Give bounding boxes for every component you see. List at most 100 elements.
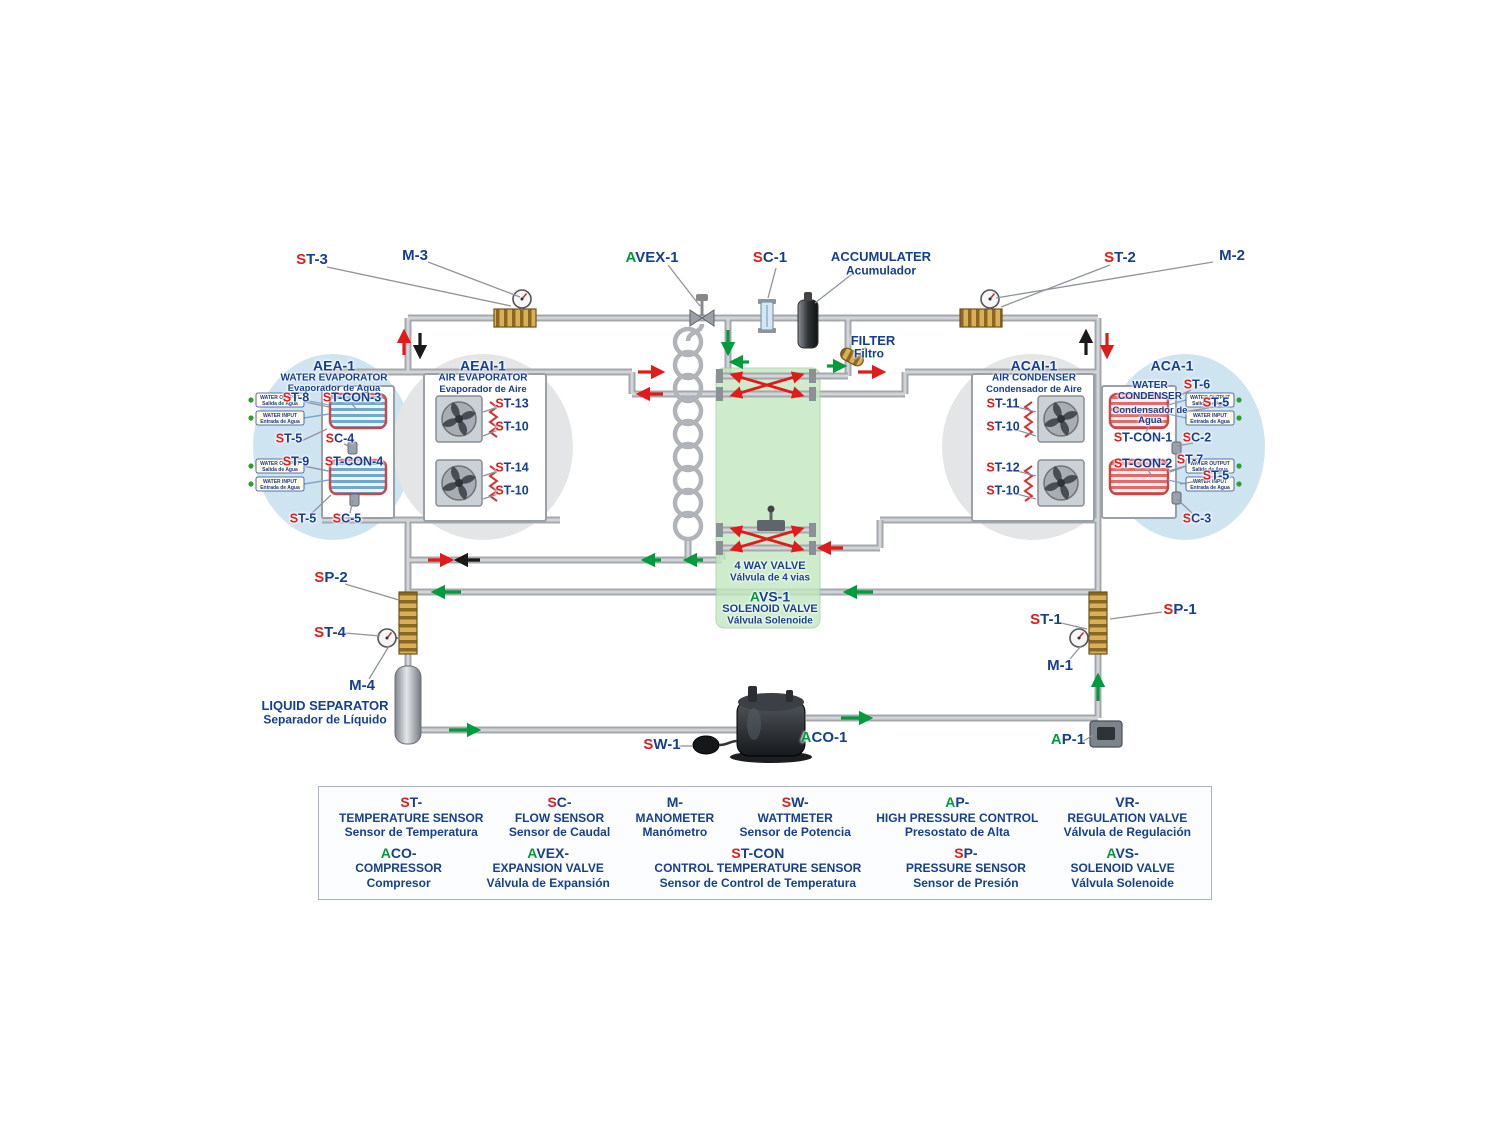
legend-item-avs: AVS- SOLENOID VALVE Válvula Solenoide (1070, 844, 1175, 890)
label-st9: ST-9 (282, 454, 310, 469)
label-st4: ST-4 (314, 623, 346, 641)
label-solenoid-valve-en: SOLENOID VALVE (722, 603, 818, 616)
accumulator (797, 292, 819, 349)
water-tags: WATER OUTPUT Salida de Agua WATER INPUT … (248, 392, 1242, 492)
solenoid-valve-body (757, 505, 785, 531)
label-st5-b: ST-5 (289, 511, 317, 526)
filter (840, 347, 864, 367)
label-st5-d: ST-5 (1202, 468, 1230, 483)
compressor (730, 686, 812, 763)
label-st11: ST-11 (986, 396, 1020, 411)
label-aeai1: AEAI-1 (460, 357, 506, 374)
legend-item-sp: SP- PRESSURE SENSOR Sensor de Presión (905, 844, 1026, 890)
manometer-m4 (377, 628, 397, 648)
label-aea1: AEA-1 (312, 357, 356, 374)
label-air-condenser-es: Condensador de Aire (986, 383, 1082, 395)
label-stcon4: ST-CON-4 (324, 454, 384, 469)
water-tag-label: WATER OUTPUT (1190, 461, 1230, 467)
label-st14: ST-14 (495, 460, 529, 475)
label-m4: M-4 (349, 676, 375, 694)
label-st8: ST-8 (282, 390, 310, 405)
label-four-way-valve-es: Válvula de 4 vias (729, 572, 811, 584)
label-sw1: SW-1 (643, 735, 681, 753)
fan-icon (1037, 459, 1085, 507)
water-tag-label: Entrada de Agua (260, 485, 300, 491)
water-tag-label: WATER INPUT (263, 413, 297, 419)
manometer-m2 (980, 289, 1000, 309)
legend-item-ap: AP- HIGH PRESSURE CONTROL Presostato de … (876, 794, 1039, 840)
legend-item-sc: SC- FLOW SENSOR Sensor de Caudal (508, 794, 611, 840)
label-m3: M-3 (402, 246, 428, 264)
label-sc2: SC-2 (1182, 430, 1212, 445)
legend-box: ST- TEMPERATURE SENSOR Sensor de Tempera… (318, 786, 1212, 901)
label-st10-d: ST-10 (986, 483, 1020, 498)
label-st10-a: ST-10 (495, 419, 529, 434)
label-st5-c: ST-5 (1202, 395, 1230, 410)
label-sc5: SC-5 (332, 511, 362, 526)
label-air-condenser-en: AIR CONDENSER (992, 372, 1076, 384)
label-st10-c: ST-10 (986, 419, 1020, 434)
water-tag-label: Entrada de Agua (1190, 485, 1230, 491)
legend-item-m: M- MANOMETER Manómetro (635, 794, 715, 840)
label-sp1: SP-1 (1163, 600, 1197, 618)
label-liquid-separator-en: LIQUID SEPARATOR (261, 697, 389, 713)
label-st7: ST-7 (1176, 452, 1204, 467)
four-way-valve-pipes (716, 369, 880, 555)
high-pressure-control-ap1 (1089, 720, 1123, 748)
legend-item-st: ST- TEMPERATURE SENSOR Sensor de Tempera… (339, 794, 484, 840)
label-m2: M-2 (1219, 246, 1245, 264)
label-air-evaporator-es: Evaporador de Aire (439, 383, 527, 395)
label-solenoid-valve-es: Válvula Solenoide (727, 615, 813, 627)
flow-arrows-black (412, 328, 1094, 568)
label-sc4: SC-4 (325, 431, 355, 446)
label-accumulator: ACCUMULATER (830, 248, 932, 264)
fan-icon (435, 395, 483, 443)
capillary-coil (672, 323, 705, 542)
label-filter-es: Filtro (854, 346, 884, 361)
flow-sensor-sc1 (758, 299, 776, 333)
legend-item-avex: AVEX- EXPANSION VALVE Válvula de Expansi… (486, 844, 610, 890)
water-tag-label: Salida de Agua (262, 401, 298, 407)
water-tag-label: Salida de Agua (1192, 401, 1228, 407)
legend-row-2: ACO- COMPRESSOR Compresor AVEX- EXPANSIO… (333, 845, 1197, 891)
label-st12: ST-12 (986, 460, 1020, 475)
legend-item-vr: VR- REGULATION VALVE Válvula de Regulaci… (1063, 794, 1191, 840)
label-water-condenser-en: WATER CONDENSER (1118, 380, 1182, 402)
label-stcon2: ST-CON-2 (1113, 456, 1173, 471)
water-tag-label: WATER INPUT (1193, 413, 1227, 419)
expansion-valve-avex1 (689, 294, 715, 327)
sensor-block-st1-sp1 (1086, 591, 1108, 655)
crossover-flow-arrows (729, 371, 805, 553)
label-water-evaporator-en: WATER EVAPORATOR (280, 372, 388, 384)
label-st5-a: ST-5 (275, 431, 303, 446)
fan-icon (1037, 395, 1085, 443)
manometer-m3 (512, 289, 532, 309)
sensor-block-sp2-st4 (394, 591, 418, 655)
flow-arrows-green (430, 330, 1106, 738)
label-liquid-separator-es: Separador de Líquido (263, 712, 387, 727)
label-st13: ST-13 (495, 396, 529, 411)
water-tag-label: Entrada de Agua (1190, 419, 1230, 425)
water-tag-label: WATER OUTPUT (1190, 395, 1230, 401)
label-filter: FILTER (850, 332, 896, 348)
label-st3: ST-3 (296, 250, 328, 268)
label-m1: M-1 (1047, 656, 1073, 674)
label-stcon3: ST-CON-3 (322, 390, 382, 405)
label-avs1: AVS-1 (749, 588, 791, 605)
leader-lines (296, 261, 1214, 747)
legend-row-1: ST- TEMPERATURE SENSOR Sensor de Tempera… (333, 794, 1197, 840)
water-tag-label: WATER INPUT (1193, 479, 1227, 485)
water-tag-label: Salida de Agua (262, 467, 298, 473)
label-water-evaporator-es: Evaporador de Agua (287, 382, 381, 394)
label-air-evaporator-en: AIR EVAPORATOR (438, 372, 528, 384)
label-st6: ST-6 (1183, 377, 1211, 392)
label-accumulator-es: Acumulador (845, 263, 917, 278)
label-st10-b: ST-10 (495, 483, 529, 498)
label-four-way-valve-en: 4 WAY VALVE (734, 560, 806, 573)
label-avex1: AVEX-1 (625, 248, 679, 266)
wattmeter-sw1 (692, 735, 738, 755)
label-sc1: SC-1 (752, 248, 788, 266)
water-tag-label: WATER OUTPUT (260, 461, 300, 467)
legend-item-sw: SW- WATTMETER Sensor de Potencia (739, 794, 851, 840)
